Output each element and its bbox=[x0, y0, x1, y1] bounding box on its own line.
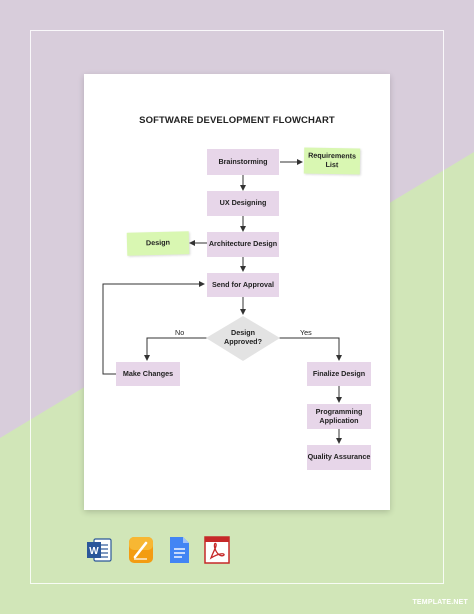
document-page: SOFTWARE DEVELOPMENT FLOWCHART Brainstor… bbox=[84, 74, 390, 510]
pages-icon[interactable] bbox=[128, 536, 154, 564]
node-programming-application: Programming Application bbox=[307, 404, 371, 429]
decorative-frame bbox=[30, 30, 444, 584]
note-design: Design bbox=[126, 231, 190, 256]
svg-text:W: W bbox=[89, 546, 99, 557]
google-docs-icon[interactable] bbox=[166, 536, 192, 564]
node-finalize-design: Finalize Design bbox=[307, 362, 371, 386]
decision-diamond bbox=[206, 316, 280, 361]
edge-decision-no bbox=[144, 337, 207, 361]
node-architecture-design: Architecture Design bbox=[207, 232, 279, 257]
edge-label-no: No bbox=[175, 328, 185, 337]
node-quality-assurance: Quality Assurance bbox=[307, 445, 371, 470]
flowchart-title: SOFTWARE DEVELOPMENT FLOWCHART bbox=[139, 115, 335, 126]
edge-decision-yes bbox=[279, 337, 342, 361]
node-send-for-approval: Send for Approval bbox=[207, 273, 279, 297]
watermark: TEMPLATE.NET bbox=[412, 599, 468, 606]
word-icon[interactable]: W bbox=[86, 536, 112, 564]
node-brainstorming: Brainstorming bbox=[207, 149, 279, 175]
flowchart-connectors bbox=[102, 159, 342, 444]
node-make-changes: Make Changes bbox=[116, 362, 180, 386]
pdf-icon[interactable] bbox=[204, 536, 230, 564]
node-ux-designing: UX Designing bbox=[207, 191, 279, 216]
edge-changes-loop-back bbox=[102, 281, 205, 375]
edge-label-yes: Yes bbox=[300, 328, 312, 337]
decision-design-approved: Design Approved? bbox=[224, 328, 262, 346]
note-requirements-list: Requirements List bbox=[303, 147, 361, 175]
